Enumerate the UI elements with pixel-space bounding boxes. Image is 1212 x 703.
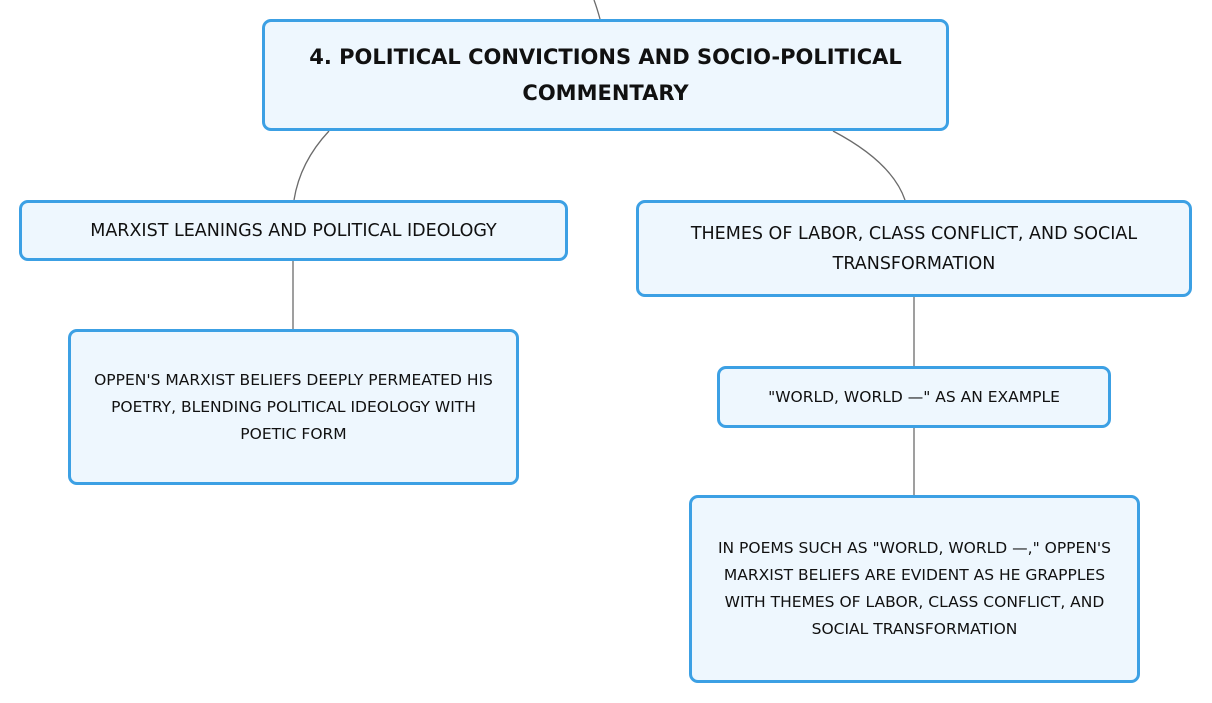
connector-root-to-marxist-leanings bbox=[293, 130, 330, 201]
node-oppen-marxist-beliefs[interactable]: OPPEN'S MARXIST BELIEFS DEEPLY PERMEATED… bbox=[68, 329, 519, 485]
node-marxist-leanings[interactable]: MARXIST LEANINGS AND POLITICAL IDEOLOGY bbox=[19, 200, 568, 261]
connector-root-to-themes bbox=[832, 130, 906, 201]
root-node-label: 4. POLITICAL CONVICTIONS AND SOCIO-POLIT… bbox=[309, 45, 902, 105]
node-marxist-leanings-label: MARXIST LEANINGS AND POLITICAL IDEOLOGY bbox=[90, 220, 497, 241]
node-oppen-marxist-beliefs-label: OPPEN'S MARXIST BELIEFS DEEPLY PERMEATED… bbox=[94, 370, 493, 443]
root-node[interactable]: 4. POLITICAL CONVICTIONS AND SOCIO-POLIT… bbox=[262, 19, 949, 131]
node-themes-labor-class[interactable]: THEMES OF LABOR, CLASS CONFLICT, AND SOC… bbox=[636, 200, 1192, 297]
node-world-world-example-label: "WORLD, WORLD —" AS AN EXAMPLE bbox=[768, 387, 1060, 406]
node-poems-such-as[interactable]: IN POEMS SUCH AS "WORLD, WORLD —," OPPEN… bbox=[689, 495, 1140, 683]
node-world-world-example[interactable]: "WORLD, WORLD —" AS AN EXAMPLE bbox=[717, 366, 1111, 428]
node-themes-labor-class-label: THEMES OF LABOR, CLASS CONFLICT, AND SOC… bbox=[690, 223, 1138, 274]
node-poems-such-as-label: IN POEMS SUCH AS "WORLD, WORLD —," OPPEN… bbox=[717, 539, 1112, 638]
connector-parent-to-root bbox=[593, 0, 601, 20]
